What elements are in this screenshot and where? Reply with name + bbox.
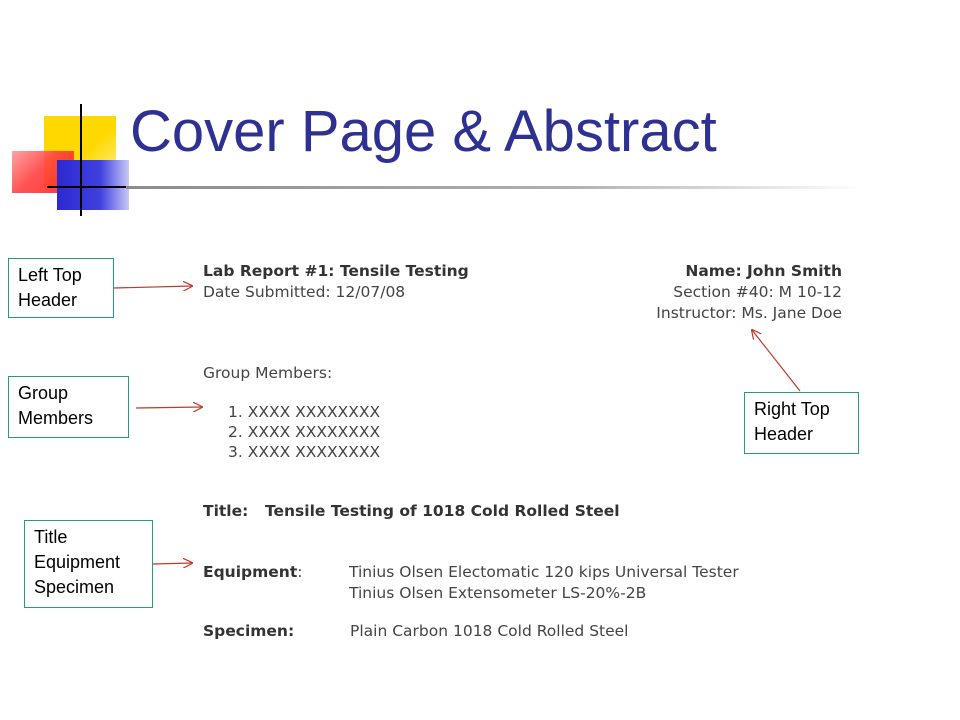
report-group-member: 3. XXXX XXXXXXXX: [228, 443, 381, 461]
decor-horizontal-line: [47, 186, 147, 188]
callout-text-line: Right Top: [754, 399, 830, 419]
report-specimen-label: Specimen:: [203, 622, 295, 640]
report-group-members-label: Group Members:: [203, 364, 333, 382]
callout-text-line: Left Top: [18, 265, 82, 285]
report-section: Section #40: M 10-12: [673, 283, 842, 301]
decor-blue-square: [57, 160, 129, 210]
callout-left-top-header: Left Top Header: [8, 258, 114, 318]
callout-text-line: Title: [34, 527, 68, 547]
arrow-right-top-header: [752, 330, 801, 392]
report-date-submitted: Date Submitted: 12/07/08: [203, 283, 406, 301]
callout-text-line: Header: [754, 424, 814, 444]
arrow-left-top-header: [113, 286, 192, 288]
callout-title-equipment-specimen: Title Equipment Specimen: [24, 520, 153, 608]
equipment-label-colon: :: [297, 563, 303, 581]
report-instructor: Instructor: Ms. Jane Doe: [656, 304, 842, 322]
callout-text-line: Header: [18, 290, 78, 310]
report-title-value: Tensile Testing of 1018 Cold Rolled Stee…: [265, 502, 620, 520]
report-student-name: Name: John Smith: [685, 262, 842, 280]
report-equipment-label: Equipment:: [203, 563, 302, 581]
callout-text-line: Equipment: [34, 552, 121, 572]
title-underline: [126, 186, 866, 189]
callout-text-line: Members: [18, 408, 94, 428]
report-group-member: 1. XXXX XXXXXXXX: [228, 403, 381, 421]
report-equipment-item: Tinius Olsen Electomatic 120 kips Univer…: [349, 563, 739, 581]
slide-title: Cover Page & Abstract: [130, 99, 717, 164]
arrow-group-members: [135, 407, 202, 408]
callout-text-line: Specimen: [34, 577, 115, 597]
report-lab-title: Lab Report #1: Tensile Testing: [203, 262, 469, 280]
arrow-title-equipment: [152, 563, 192, 564]
report-specimen-value: Plain Carbon 1018 Cold Rolled Steel: [350, 622, 629, 640]
callout-right-top-header: Right Top Header: [744, 392, 859, 454]
callout-text-line: Group: [18, 383, 69, 403]
decor-vertical-line: [80, 104, 82, 216]
report-group-member: 2. XXXX XXXXXXXX: [228, 423, 381, 441]
equipment-label-text: Equipment: [203, 563, 298, 581]
report-equipment-item: Tinius Olsen Extensometer LS-20%-2B: [349, 584, 647, 602]
callout-group-members: Group Members: [8, 376, 129, 438]
report-title-label: Title:: [203, 502, 249, 520]
